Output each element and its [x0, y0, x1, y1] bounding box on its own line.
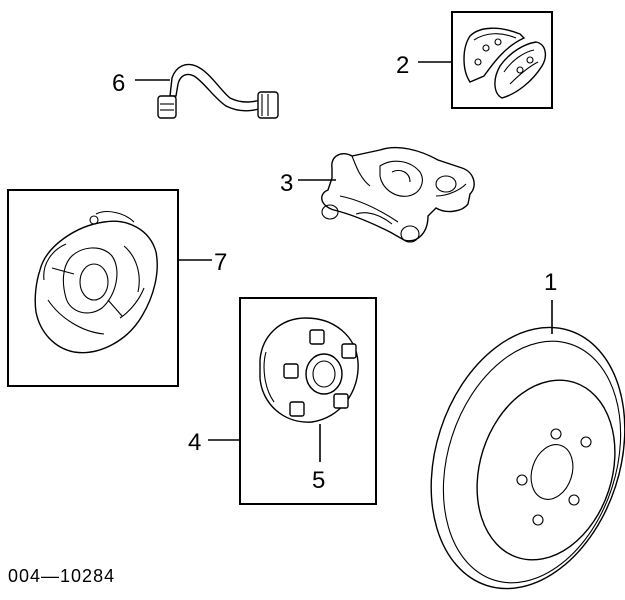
reference-code: 004—10284 — [8, 566, 115, 586]
brake-hose-icon — [157, 63, 279, 119]
rotor-icon — [430, 326, 625, 590]
callout-6: 6 — [112, 70, 125, 97]
brake-pads-icon — [463, 27, 547, 99]
callout-7: 7 — [214, 249, 227, 276]
callout-3: 3 — [280, 170, 293, 197]
callout-5: 5 — [312, 467, 325, 494]
caliper-icon — [321, 146, 475, 243]
hub-box — [239, 297, 377, 505]
callout-1: 1 — [544, 269, 557, 296]
callout-4: 4 — [188, 429, 201, 456]
wheel-stud-icon — [283, 329, 357, 417]
brake-pads-box — [451, 11, 553, 109]
splash-shield-box — [7, 189, 179, 387]
callout-2: 2 — [396, 52, 409, 79]
splash-shield-icon — [34, 211, 158, 354]
